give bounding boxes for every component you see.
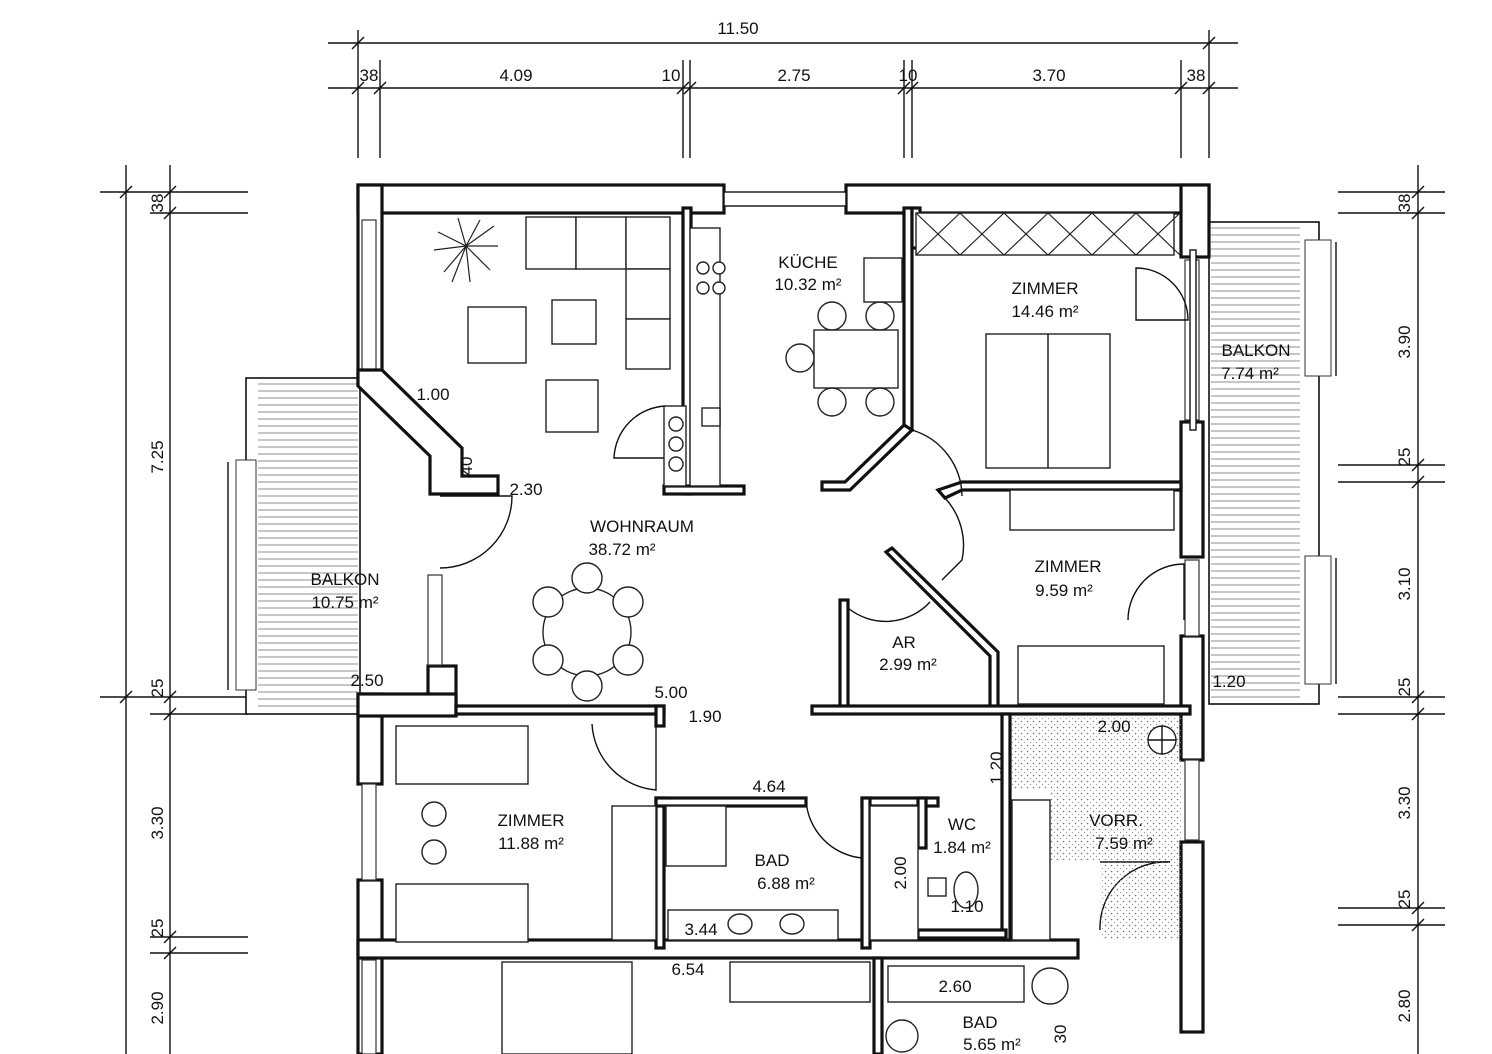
room-area-vorr: 7.59 m² (1095, 834, 1153, 853)
room-name-wohnraum: WOHNRAUM (590, 517, 694, 536)
inner-dim: 3.44 (684, 920, 717, 939)
room-name-vorr: VORR. (1089, 811, 1143, 830)
dim-top-seg: 38 (360, 66, 379, 85)
dim-total-height-left: 7.25 (148, 440, 167, 473)
left-dimension-chain: 7.25 38 25 3.30 25 2.90 (100, 165, 248, 1054)
room-area-ar: 2.99 m² (879, 655, 937, 674)
inner-dim: 1.10 (950, 897, 983, 916)
inner-dim: 2.50 (350, 671, 383, 690)
right-dimension-chain: 38 3.90 25 3.10 25 3.30 25 2.80 (1338, 165, 1445, 1054)
dim-top-seg: 10 (899, 66, 918, 85)
inner-dimensions: 1.00 40 2.30 2.50 5.00 1.90 4.64 3.44 6.… (350, 385, 1245, 1043)
inner-dim: 30 (1051, 1025, 1070, 1044)
inner-dim: 1.20 (987, 751, 1006, 784)
room-area-zimmer-1: 14.46 m² (1011, 302, 1078, 321)
room-name-zimmer-1: ZIMMER (1011, 279, 1078, 298)
room-name-balkon-right: BALKON (1222, 341, 1291, 360)
dim-right-seg: 25 (1395, 678, 1414, 697)
inner-dim: 2.00 (891, 856, 910, 889)
balcony-right (1208, 221, 1337, 705)
dim-top-seg: 10 (662, 66, 681, 85)
inner-dim: 1.20 (1212, 672, 1245, 691)
room-area-balkon-left: 10.75 m² (311, 593, 378, 612)
inner-dim: 4.64 (752, 777, 785, 796)
plant-icon (433, 217, 498, 283)
room-name-bad-1: BAD (755, 851, 790, 870)
room-name-bad-2: BAD (963, 1013, 998, 1032)
dim-right-seg: 2.80 (1395, 989, 1414, 1022)
dim-right-seg: 38 (1395, 194, 1414, 213)
room-name-wc: WC (948, 815, 976, 834)
dim-right-seg: 3.30 (1395, 786, 1414, 819)
room-area-wohnraum: 38.72 m² (588, 540, 655, 559)
dim-top-seg: 3.70 (1032, 66, 1065, 85)
room-area-kueche: 10.32 m² (774, 275, 841, 294)
dim-left-seg: 2.90 (148, 991, 167, 1024)
dim-total-width: 11.50 (717, 19, 758, 38)
room-name-balkon-left: BALKON (311, 570, 380, 589)
room-name-ar: AR (892, 633, 916, 652)
dim-right-seg: 3.90 (1395, 325, 1414, 358)
room-name-kueche: KÜCHE (778, 253, 838, 272)
top-dimension-chain: 11.50 38 4.09 10 2.75 10 3.70 38 (328, 19, 1238, 158)
room-labels: KÜCHE 10.32 m² ZIMMER 14.46 m² BALKON 7.… (311, 253, 1291, 1054)
room-area-wc: 1.84 m² (933, 838, 991, 857)
inner-dim: 40 (457, 457, 476, 476)
inner-dim: 6.54 (671, 960, 704, 979)
dim-right-seg: 25 (1395, 890, 1414, 909)
inner-dim: 2.00 (1097, 717, 1130, 736)
room-name-zimmer-3: ZIMMER (497, 811, 564, 830)
inner-dim: 2.60 (938, 977, 971, 996)
dim-top-seg: 4.09 (499, 66, 532, 85)
inner-dim: 1.90 (688, 707, 721, 726)
dim-left-seg: 25 (148, 679, 167, 698)
vorraum-floor (1010, 716, 1181, 940)
dim-top-seg: 38 (1187, 66, 1206, 85)
dim-top-seg: 2.75 (777, 66, 810, 85)
inner-dim: 5.00 (654, 683, 687, 702)
dim-left-seg: 38 (148, 194, 167, 213)
room-area-balkon-right: 7.74 m² (1221, 364, 1279, 383)
dim-right-seg: 3.10 (1395, 567, 1414, 600)
inner-dim: 1.00 (416, 385, 449, 404)
room-area-bad-1: 6.88 m² (757, 874, 815, 893)
inner-dim: 2.30 (509, 480, 542, 499)
room-name-zimmer-2: ZIMMER (1034, 557, 1101, 576)
room-area-zimmer-3: 11.88 m² (498, 834, 564, 853)
dim-left-seg: 3.30 (148, 806, 167, 839)
dim-left-seg: 25 (148, 919, 167, 938)
dim-right-seg: 25 (1395, 448, 1414, 467)
room-area-zimmer-2: 9.59 m² (1035, 581, 1093, 600)
furniture (395, 212, 1181, 1054)
room-area-bad-2: 5.65 m² (963, 1035, 1021, 1054)
balcony-left (227, 377, 361, 715)
